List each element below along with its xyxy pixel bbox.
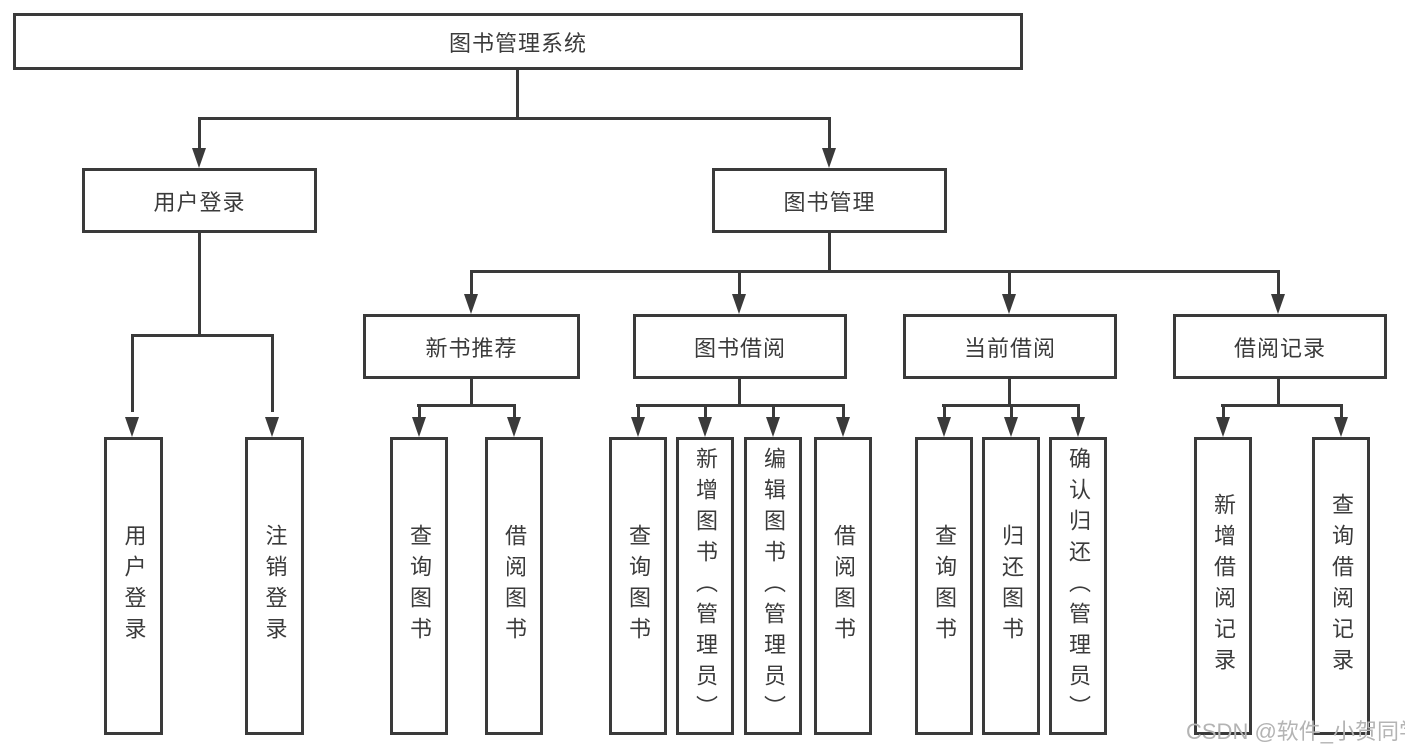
node-library-management-system: 图书管理系统 — [13, 13, 1023, 70]
leaf-add-borrow-record: 新增借阅记录 — [1194, 437, 1252, 735]
node-label: 新增图书（管理员） — [693, 446, 718, 726]
connector-line — [1008, 270, 1011, 297]
connector-line — [417, 404, 516, 407]
arrow-down-icon — [125, 417, 139, 437]
arrow-down-icon — [766, 417, 780, 437]
connector-line — [198, 233, 201, 337]
node-label: 编辑图书（管理员） — [761, 446, 786, 726]
node-user-login: 用户登录 — [82, 168, 317, 233]
connector-line — [470, 270, 1280, 273]
connector-line — [418, 404, 421, 420]
node-label: 借阅图书 — [831, 524, 856, 648]
leaf-query-borrow-record: 查询借阅记录 — [1312, 437, 1370, 735]
connector-line — [1340, 404, 1343, 420]
arrow-down-icon — [1071, 417, 1085, 437]
node-label: 借阅图书 — [502, 524, 527, 648]
arrow-down-icon — [1004, 417, 1018, 437]
node-label: 查询图书 — [407, 524, 432, 648]
connector-line — [637, 404, 640, 420]
node-label: 用户登录 — [121, 524, 147, 648]
arrow-down-icon — [464, 294, 478, 314]
connector-line — [842, 404, 845, 420]
arrow-down-icon — [265, 417, 279, 437]
arrow-down-icon — [732, 294, 746, 314]
leaf-query-books-borrow: 查询图书 — [609, 437, 667, 735]
connector-line — [828, 117, 831, 152]
connector-line — [1221, 404, 1343, 407]
connector-line — [470, 379, 473, 407]
leaf-borrow-books-recommend: 借阅图书 — [485, 437, 543, 735]
arrow-down-icon — [1334, 417, 1348, 437]
node-label: 图书管理系统 — [448, 30, 587, 56]
leaf-user-login: 用户登录 — [104, 437, 163, 735]
connector-line — [198, 117, 201, 152]
leaf-edit-book-admin: 编辑图书（管理员） — [744, 437, 802, 735]
connector-line — [1008, 379, 1011, 407]
arrow-down-icon — [698, 417, 712, 437]
arrow-down-icon — [192, 148, 206, 168]
connector-line — [636, 404, 845, 407]
leaf-query-books-recommend: 查询图书 — [390, 437, 448, 735]
node-label: 查询图书 — [626, 524, 651, 648]
node-label: 注销登录 — [262, 524, 288, 648]
leaf-query-books-current: 查询图书 — [915, 437, 973, 735]
node-label: 归还图书 — [999, 524, 1024, 648]
node-new-book-recommend: 新书推荐 — [363, 314, 580, 379]
leaf-confirm-return-admin: 确认归还（管理员） — [1049, 437, 1107, 735]
connector-line — [131, 334, 274, 337]
leaf-return-book: 归还图书 — [982, 437, 1040, 735]
connector-line — [828, 233, 831, 273]
connector-line — [738, 379, 741, 407]
node-label: 确认归还（管理员） — [1066, 446, 1091, 726]
connector-line — [1277, 379, 1280, 407]
node-label: 新增借阅记录 — [1211, 493, 1236, 679]
node-label: 图书管理 — [783, 189, 876, 215]
arrow-down-icon — [1271, 294, 1285, 314]
connector-line — [198, 117, 831, 120]
connector-line — [271, 334, 274, 412]
connector-line — [131, 334, 134, 412]
arrow-down-icon — [1002, 294, 1016, 314]
connector-line — [1010, 404, 1013, 420]
leaf-logout: 注销登录 — [245, 437, 304, 735]
arrow-down-icon — [937, 417, 951, 437]
node-book-borrow: 图书借阅 — [633, 314, 847, 379]
arrow-down-icon — [631, 417, 645, 437]
leaf-add-book-admin: 新增图书（管理员） — [676, 437, 734, 735]
node-label: 查询图书 — [932, 524, 957, 648]
arrow-down-icon — [507, 417, 521, 437]
node-label: 借阅记录 — [1233, 335, 1326, 361]
arrow-down-icon — [822, 148, 836, 168]
connector-line — [513, 404, 516, 420]
connector-line — [470, 270, 473, 297]
node-label: 查询借阅记录 — [1329, 493, 1354, 679]
node-label: 图书借阅 — [693, 335, 786, 361]
connector-line — [1277, 270, 1280, 297]
csdn-watermark: CSDN @软件_小贺同学 — [1186, 719, 1405, 744]
node-label: 用户登录 — [153, 189, 246, 215]
arrow-down-icon — [412, 417, 426, 437]
connector-line — [704, 404, 707, 420]
connector-line — [516, 70, 519, 119]
node-borrow-records: 借阅记录 — [1173, 314, 1387, 379]
connector-line — [1222, 404, 1225, 420]
connector-line — [1077, 404, 1080, 420]
node-label: 新书推荐 — [425, 335, 518, 361]
arrow-down-icon — [1216, 417, 1230, 437]
connector-line — [943, 404, 946, 420]
node-current-borrow: 当前借阅 — [903, 314, 1117, 379]
node-book-management: 图书管理 — [712, 168, 947, 233]
connector-line — [738, 270, 741, 297]
connector-line — [772, 404, 775, 420]
arrow-down-icon — [836, 417, 850, 437]
leaf-borrow-books: 借阅图书 — [814, 437, 872, 735]
node-label: 当前借阅 — [963, 335, 1056, 361]
